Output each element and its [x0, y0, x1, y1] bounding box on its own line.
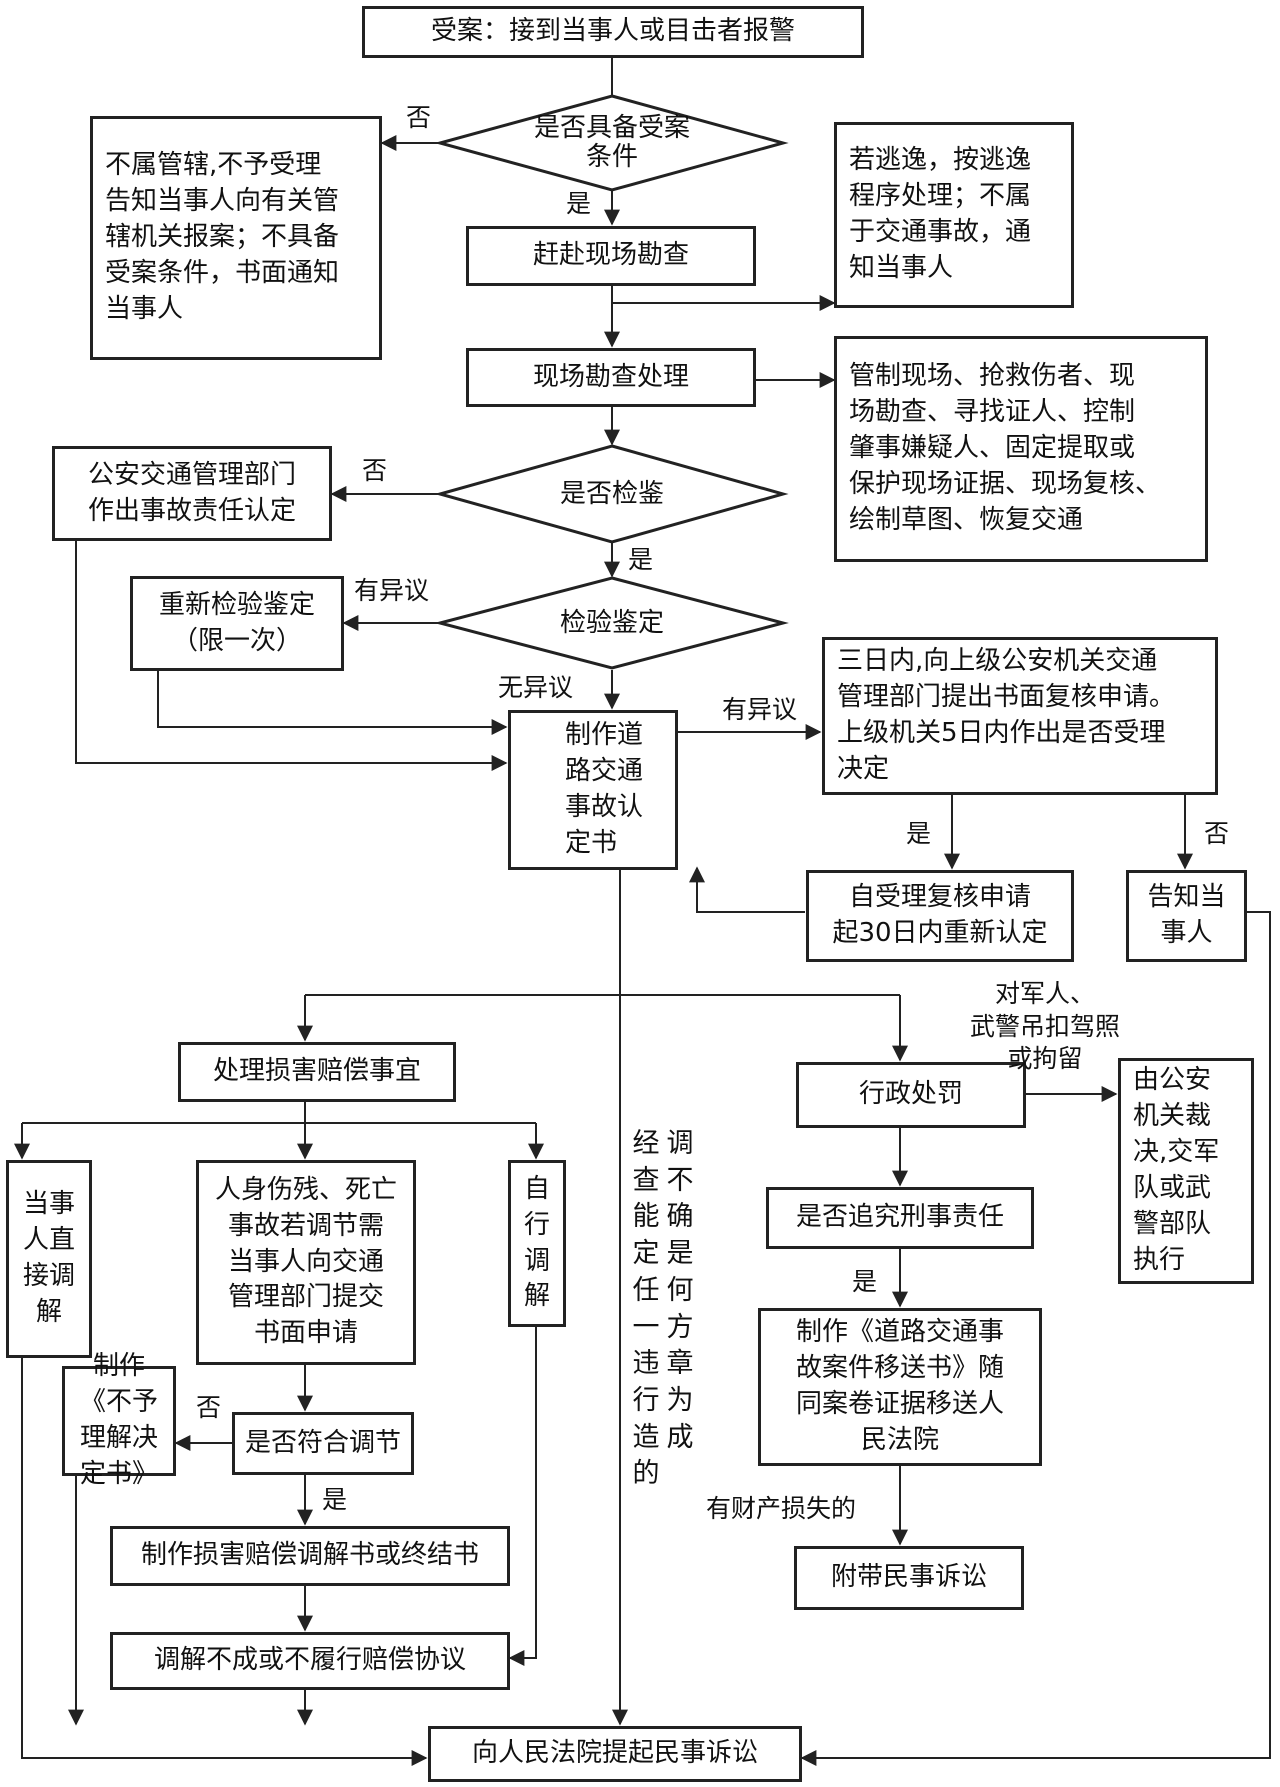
label-accept-yes: 是 [566, 189, 592, 218]
goscene-box: 赶赴现场勘查 [466, 226, 756, 286]
self-box: 自 行 调 解 [508, 1160, 566, 1327]
label-conform-no: 否 [196, 1393, 222, 1422]
lawsuit-box: 向人民法院提起民事诉讼 [428, 1726, 802, 1782]
mediation-box: 制作损害赔偿调解书或终结书 [110, 1526, 510, 1586]
label-make-objection: 有异议 [722, 695, 798, 724]
decision-inspect-label: 是否检鉴 [559, 478, 664, 509]
decision-accept-label: 是否具备受案 条件 [533, 113, 690, 172]
decision-accept-shape [434, 94, 789, 192]
sceneproc-box: 现场勘查处理 [466, 348, 756, 407]
label-license: 对军人、 武警吊扣驾照 或拘留 [970, 979, 1121, 1073]
start-box: 受案：接到当事人或目击者报警 [362, 6, 864, 58]
label-exam-no-objection: 无异议 [498, 673, 574, 702]
review-box: 三日内,向上级公安机关交通 管理部门提出书面复核申请。 上级机关5日内作出是否受… [822, 637, 1218, 795]
civil-attach-box: 附带民事诉讼 [794, 1546, 1024, 1610]
police-resp-box: 公安交通管理部门 作出事故责任认定 [52, 446, 332, 541]
edge-direct-to-lawsuit [21, 1358, 428, 1766]
nodecision-box: 制作 《不予 理解决 定书》 [62, 1351, 176, 1489]
reexam-box: 重新检验鉴定 （限一次） [130, 576, 344, 671]
label-criminal-yes: 是 [852, 1267, 878, 1296]
escape-box: 若逃逸，按逃逸 程序处理；不属 于交通事故，通 知当事人 [834, 122, 1074, 308]
label-exam-objection: 有异议 [354, 576, 430, 605]
label-accept-no: 否 [406, 103, 432, 132]
decision-exam-label: 检验鉴定 [559, 607, 664, 638]
decision-inspect-shape [434, 444, 789, 544]
edge-self-to-fail [508, 1327, 537, 1666]
notify-box: 告知当 事人 [1126, 870, 1247, 962]
sceneitems-box: 管制现场、抢救伤者、现 场勘查、寻找证人、控制 肇事嫌疑人、固定提取或 保护现场… [834, 336, 1208, 562]
label-review-yes: 是 [906, 819, 932, 848]
edge-reexam-to-make [157, 671, 508, 735]
label-inspect-yes: 是 [628, 545, 654, 574]
edge-policeresp-to-make [75, 541, 508, 771]
redo-box: 自受理复核申请 起30日内重新认定 [806, 870, 1074, 962]
injury-box: 人身伤残、死亡 事故若调节需 当事人向交通 管理部门提交 书面申请 [196, 1160, 416, 1365]
reject-box: 不属管辖,不予受理 告知当事人向有关管 辖机关报案；不具备 受案条件，书面通知 … [90, 116, 382, 360]
decision-exam-shape [434, 576, 789, 670]
admin-box: 行政处罚 [796, 1062, 1026, 1128]
publicsec-box: 由公安 机关裁 决,交军 队或武 警部队 执行 [1118, 1058, 1254, 1284]
make-box: 制作道 路交通 事故认 定书 [508, 710, 678, 870]
label-property-loss: 有财产损失的 [706, 1494, 857, 1523]
vertical-note-col2: 经 查 能 定 任 一 违 行 造 的 [632, 1128, 660, 1490]
fail-box: 调解不成或不履行赔偿协议 [110, 1632, 510, 1690]
damage-box: 处理损害赔偿事宜 [178, 1042, 456, 1102]
label-conform-yes: 是 [322, 1485, 348, 1514]
edge-notify-to-lawsuit [800, 911, 1271, 1766]
label-review-no: 否 [1204, 819, 1230, 848]
transfer-box: 制作《道路交通事 故案件移送书》随 同案卷证据移送人 民法院 [758, 1308, 1042, 1466]
conform-box: 是否符合调节 [232, 1412, 414, 1475]
vertical-note-col1: 调 不 确 是 何 方 章 为 成 [666, 1128, 694, 1453]
direct-box: 当事 人直 接调 解 [6, 1160, 92, 1358]
edge-redo-to-make [689, 866, 805, 913]
label-inspect-no: 否 [362, 456, 388, 485]
criminal-box: 是否追究刑事责任 [766, 1187, 1034, 1249]
